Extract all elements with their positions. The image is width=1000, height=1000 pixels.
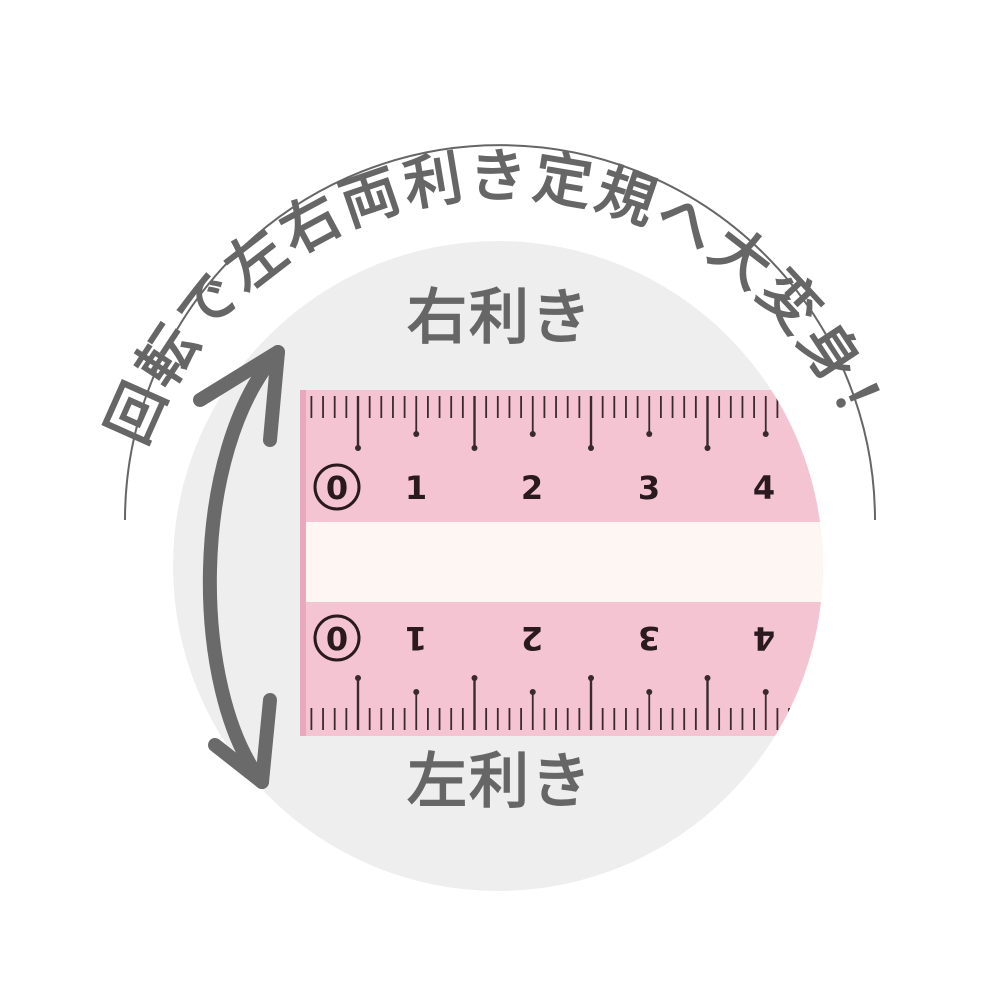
ruler-center-band — [300, 522, 823, 602]
bottom-zero-ring — [313, 614, 361, 662]
headline-arc-line — [124, 144, 876, 521]
bottom-number-3: 3 — [638, 619, 660, 657]
bottom-number-1: 1 — [405, 619, 427, 657]
bottom-tick-dot — [704, 675, 711, 681]
curved-double-arrow-icon — [193, 345, 285, 789]
bottom-tick-dot — [471, 675, 478, 681]
bottom-tick-dot — [588, 675, 594, 681]
top-number-0: 0 — [326, 469, 348, 507]
ruler-top-ticks — [310, 396, 823, 451]
top-number-2: 2 — [521, 469, 543, 507]
bottom-tick-dot — [821, 675, 823, 681]
bottom-number-2: 2 — [521, 619, 543, 657]
top-number-3: 3 — [638, 469, 660, 507]
top-tick-dot — [821, 445, 823, 451]
bottom-tick-dot — [355, 675, 361, 681]
top-tick-dot — [355, 445, 361, 451]
bottom-tick-dot — [646, 689, 653, 695]
bottom-tick-dot — [762, 689, 769, 695]
top-tick-dot — [762, 431, 769, 437]
ruler-top-strip — [300, 390, 823, 522]
bottom-number-0: 0 — [326, 619, 348, 657]
ruler: 0 1 2 3 4 0 1 2 3 4 — [300, 390, 823, 736]
bottom-number-4: 4 — [753, 619, 775, 657]
bottom-tick-dot — [529, 689, 536, 695]
top-tick-dot — [704, 445, 711, 451]
top-tick-dot — [413, 431, 420, 437]
top-tick-dot — [588, 445, 594, 451]
ruler-bottom-ticks — [310, 675, 823, 730]
top-tick-dot — [646, 431, 653, 437]
left-handed-label: 左利き — [407, 747, 593, 817]
top-tick-dot — [529, 431, 536, 437]
ruler-left-edge — [300, 390, 306, 736]
top-number-4: 4 — [753, 469, 775, 507]
bottom-tick-dot — [413, 689, 420, 695]
top-zero-ring — [313, 463, 361, 511]
top-number-1: 1 — [405, 469, 427, 507]
ruler-bottom-strip — [300, 602, 823, 736]
top-tick-dot — [471, 445, 478, 451]
right-handed-label: 右利き — [407, 283, 593, 353]
